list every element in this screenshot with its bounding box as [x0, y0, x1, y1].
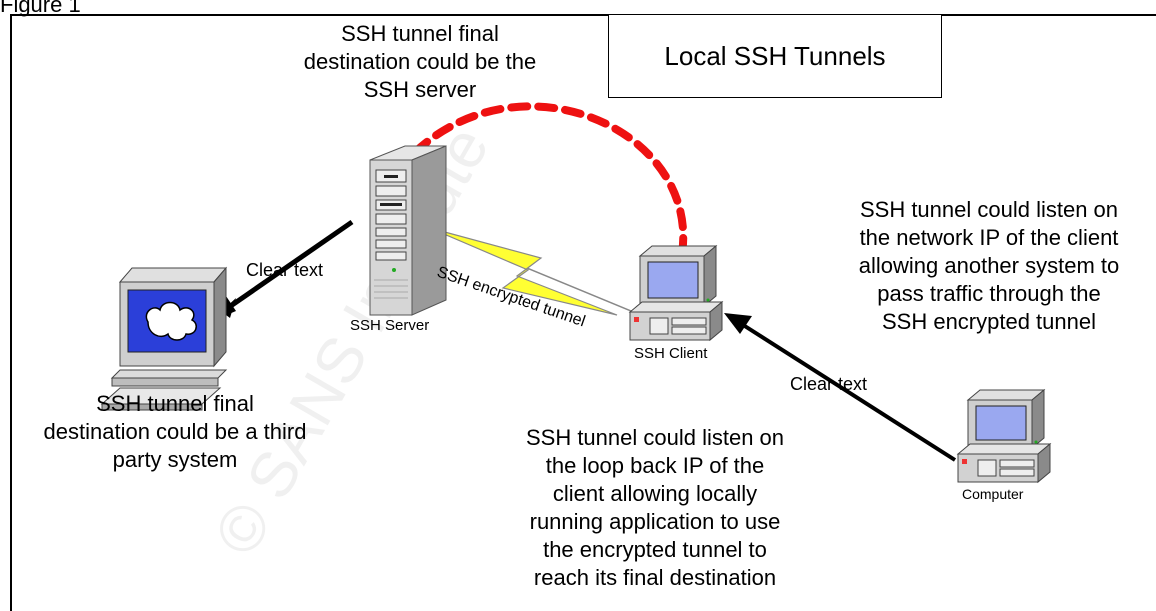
- diagram-title: Local SSH Tunnels: [608, 14, 942, 98]
- computer-icon: [956, 388, 1052, 484]
- clear-text-arrow-left: [220, 219, 354, 315]
- lightning-bolt-icon: [429, 227, 618, 316]
- server-icon: [369, 145, 447, 316]
- diagram-frame: [10, 14, 1156, 611]
- ssh-server-label: SSH Server: [350, 317, 430, 334]
- tunnel-arc: [408, 102, 688, 258]
- ssh-client-computer-icon: [628, 244, 724, 342]
- clear-text-arrow-right: [738, 321, 957, 462]
- computer-label: Computer: [962, 486, 1024, 502]
- arrowhead-right: [724, 313, 752, 334]
- note-loopback: SSH tunnel could listen on the loop back…: [525, 425, 785, 590]
- cloud-icon: [145, 301, 197, 341]
- note-network-ip: SSH tunnel could listen on the network I…: [858, 197, 1120, 334]
- clear-text-label-left: Clear text: [246, 260, 324, 280]
- third-party-computer-icon: [100, 266, 228, 411]
- figure-label: Figure 1: [0, 0, 81, 17]
- ssh-client-label: SSH Client: [634, 345, 708, 362]
- clear-text-label-right: Clear text: [790, 374, 868, 394]
- note-server-destination: SSH tunnel final destination could be th…: [303, 21, 537, 102]
- note-third-party: SSH tunnel final destination could be a …: [43, 391, 307, 472]
